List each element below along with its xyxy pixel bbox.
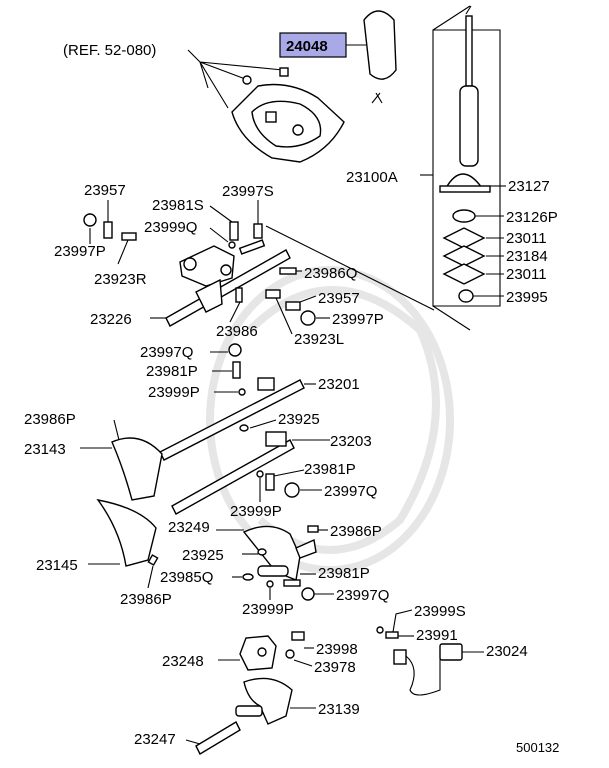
label-23249[interactable]: 23249 [168, 519, 210, 536]
label-23978[interactable]: 23978 [314, 659, 356, 676]
label-23127[interactable]: 23127 [508, 178, 550, 195]
rail-housing-group: 23957 23997P 23923R 23981S 23997S 23999Q… [54, 182, 384, 348]
label-23999Q[interactable]: 23999Q [144, 219, 197, 236]
label-23997Q-upper[interactable]: 23997Q [140, 344, 193, 361]
label-23925-upper[interactable]: 23925 [278, 411, 320, 428]
highlight-box [279, 32, 347, 58]
label-23925-lower[interactable]: 23925 [182, 547, 224, 564]
label-23100A[interactable]: 23100A [346, 169, 398, 186]
label-23986P-left[interactable]: 23986P [24, 411, 76, 428]
shift-fork-group: 23145 23986P 23249 23986P 23925 23985Q 2… [36, 498, 389, 618]
label-23997P-right[interactable]: 23997P [332, 311, 384, 328]
label-23024[interactable]: 23024 [486, 643, 528, 660]
label-23995[interactable]: 23995 [506, 289, 548, 306]
shift-knob: 24048 [279, 10, 397, 104]
leader-line-upper [265, 225, 435, 311]
select-lever-group: 23248 23998 23978 23139 23247 [134, 631, 360, 755]
label-23999S[interactable]: 23999S [414, 603, 466, 620]
label-23986Q[interactable]: 23986Q [304, 265, 357, 282]
label-23981P-lower[interactable]: 23981P [318, 565, 370, 582]
label-23203[interactable]: 23203 [330, 433, 372, 450]
reference-label: (REF. 52-080) [63, 42, 156, 59]
label-23923L[interactable]: 23923L [294, 331, 344, 348]
label-23248[interactable]: 23248 [162, 653, 204, 670]
label-24048[interactable]: 24048 [286, 38, 328, 55]
label-23201[interactable]: 23201 [318, 376, 360, 393]
label-23226[interactable]: 23226 [90, 311, 132, 328]
label-23981S[interactable]: 23981S [152, 197, 204, 214]
label-23986P-lower[interactable]: 23986P [120, 591, 172, 608]
label-23139[interactable]: 23139 [318, 701, 360, 718]
shift-rails-group: 23997Q 23981P 23999P 23201 23986P 23143 … [24, 343, 377, 520]
figure-number: 500132 [516, 740, 559, 755]
label-23998[interactable]: 23998 [316, 641, 358, 658]
label-23997Q-lower[interactable]: 23997Q [336, 587, 389, 604]
label-23985Q[interactable]: 23985Q [160, 569, 213, 586]
label-23997Q-mid[interactable]: 23997Q [324, 483, 377, 500]
label-23011-lower[interactable]: 23011 [506, 266, 547, 283]
label-23999P-mid[interactable]: 23999P [230, 503, 282, 520]
label-23999P-lower[interactable]: 23999P [242, 601, 294, 618]
label-23991[interactable]: 23991 [416, 627, 458, 644]
label-23997P-left[interactable]: 23997P [54, 243, 106, 260]
label-23011-upper[interactable]: 23011 [506, 230, 547, 247]
label-23986[interactable]: 23986 [216, 323, 258, 340]
label-23247[interactable]: 23247 [134, 731, 176, 748]
label-23126P[interactable]: 23126P [506, 209, 558, 226]
label-23957-left[interactable]: 23957 [84, 182, 126, 199]
label-23997S[interactable]: 23997S [222, 183, 274, 200]
shift-lever-assembly: 23100A 23127 23126P 23011 23184 23011 23… [346, 5, 558, 331]
label-23184[interactable]: 23184 [506, 248, 548, 265]
backup-switch-group: 23999S 23991 23024 [376, 603, 528, 696]
console-bracket: (REF. 52-080) [63, 42, 345, 163]
label-23981P-mid[interactable]: 23981P [304, 461, 356, 478]
watermark-emblem [206, 266, 454, 574]
label-23986P-right[interactable]: 23986P [330, 523, 382, 540]
label-23143[interactable]: 23143 [24, 441, 66, 458]
label-23999P-upper[interactable]: 23999P [148, 384, 200, 401]
label-23981P-upper[interactable]: 23981P [146, 363, 198, 380]
label-23957-right[interactable]: 23957 [318, 290, 360, 307]
label-23145[interactable]: 23145 [36, 557, 78, 574]
label-23923R[interactable]: 23923R [94, 271, 147, 288]
